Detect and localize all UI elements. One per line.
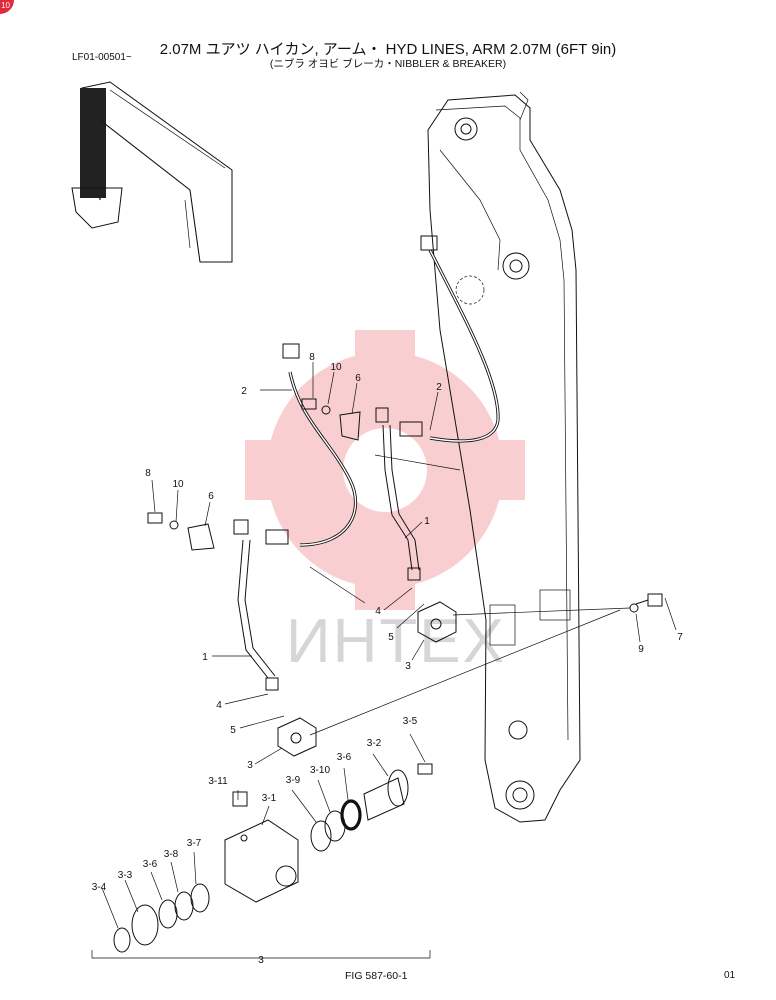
callout-label: 3 [258, 955, 264, 966]
callout-label: 2 [241, 386, 247, 397]
page-title: 2.07M ユアツ ハイカン, アーム・ HYD LINES, ARM 2.07… [159, 41, 617, 58]
callout-label: 3-3 [118, 870, 133, 881]
callout-label: 1 [202, 652, 208, 663]
pipe-right [375, 407, 421, 581]
clamp-left [147, 512, 215, 551]
callout-label: 3-5 [403, 716, 418, 727]
block-right [417, 601, 457, 643]
callout-label: 3-8 [164, 849, 179, 860]
callout-label: 4 [375, 606, 381, 617]
callout-label: 10 [330, 362, 342, 373]
corner-badge-label: 10 [1, 1, 10, 10]
block-left [277, 717, 317, 757]
callout-label: 10 [172, 479, 184, 490]
callout-label: 5 [230, 725, 236, 736]
callout-label: 3-6 [337, 752, 352, 763]
callout-label: 1 [424, 516, 430, 527]
callout-label: 2 [436, 382, 442, 393]
callout-label: 8 [145, 468, 151, 479]
callout-label: 5 [388, 632, 394, 643]
bolt-right [629, 593, 663, 613]
callout-label: 3-9 [286, 775, 301, 786]
excavator-arm-thumbnail [71, 81, 233, 263]
pipe-left [233, 519, 279, 691]
callout-label: 3 [247, 760, 253, 771]
figure-number: FIG 587-60-1 [345, 970, 408, 982]
callout-label: 3-7 [187, 838, 202, 849]
callout-label: 6 [355, 373, 361, 384]
callout-label: 7 [677, 632, 683, 643]
hydraulic-hose-right [399, 235, 500, 443]
callout-label: 3-11 [208, 776, 228, 787]
watermark-text: ИНТЕХ [286, 607, 506, 676]
clamp-top [301, 398, 361, 441]
part-code: LF01-00501~ [72, 52, 132, 63]
callout-labels: 8 10 6 2 2 8 10 6 1 4 5 3 7 9 1 4 5 3 3-… [92, 352, 683, 966]
callout-label: 9 [638, 644, 644, 655]
callout-label: 3-6 [143, 859, 158, 870]
page-subtitle: (ニブラ オヨビ ブレーカ・NIBBLER & BREAKER) [269, 58, 507, 70]
arm-structure [427, 91, 581, 823]
callout-label: 3-1 [262, 793, 277, 804]
callout-label: 8 [309, 352, 315, 363]
callout-label: 4 [216, 700, 222, 711]
page-number: 01 [724, 970, 736, 981]
leader-lines [151, 362, 677, 765]
callout-label: 3 [405, 661, 411, 672]
fitting-detail-assembly [91, 733, 433, 959]
callout-label: 3-10 [310, 765, 330, 776]
callout-label: 6 [208, 491, 214, 502]
callout-label: 3-2 [367, 738, 382, 749]
callout-label: 3-4 [92, 882, 107, 893]
